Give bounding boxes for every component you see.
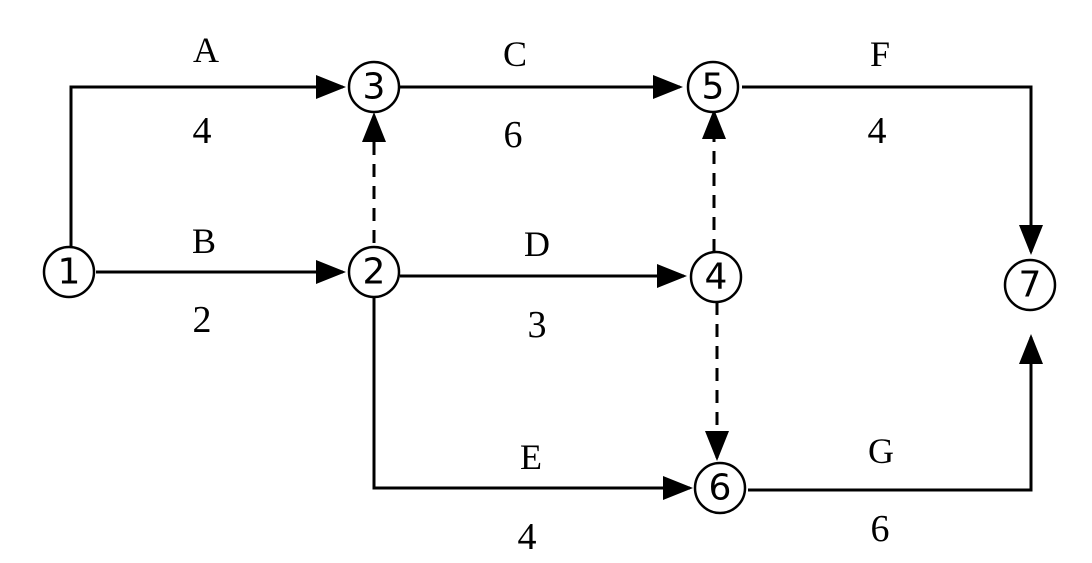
activity-duration-a: 4 [193, 110, 212, 152]
node-5: 5 [686, 60, 740, 114]
node-circle [689, 250, 743, 304]
activity-arrow-a [69, 75, 346, 247]
node-circle [42, 245, 96, 299]
activity-name-c: C [503, 34, 527, 74]
node-label: 6 [709, 468, 732, 509]
node-2: 2 [347, 245, 401, 299]
activity-duration-f: 4 [868, 110, 887, 152]
activity-name-f: F [870, 34, 890, 74]
node-label: 3 [363, 67, 386, 108]
node-6: 6 [693, 461, 747, 515]
node-3: 3 [347, 60, 401, 114]
node-circle [347, 245, 401, 299]
node-label: 4 [705, 257, 728, 298]
activity-arrow-g [748, 334, 1043, 492]
node-label: 1 [58, 252, 81, 293]
node-label: 2 [363, 252, 386, 293]
activity-name-g: G [868, 431, 894, 471]
node-circle [686, 60, 740, 114]
activity-name-d: D [524, 224, 550, 264]
node-label: 5 [702, 67, 725, 108]
node-7: 7 [1003, 258, 1057, 312]
activity-name-e: E [520, 437, 542, 477]
activity-duration-c: 6 [504, 114, 523, 156]
activity-duration-d: 3 [528, 304, 547, 346]
activity-arrow-e [372, 297, 693, 500]
activity-duration-b: 2 [193, 299, 212, 341]
node-4: 4 [689, 250, 743, 304]
activity-arrow-f [742, 85, 1043, 255]
node-1: 1 [42, 245, 96, 299]
activity-name-a: A [193, 30, 219, 70]
node-circle [1003, 258, 1057, 312]
activity-name-b: B [192, 221, 216, 261]
activity-duration-g: 6 [871, 508, 890, 550]
node-circle [347, 60, 401, 114]
node-label: 7 [1019, 265, 1042, 306]
node-circle [693, 461, 747, 515]
activity-duration-e: 4 [518, 516, 537, 558]
